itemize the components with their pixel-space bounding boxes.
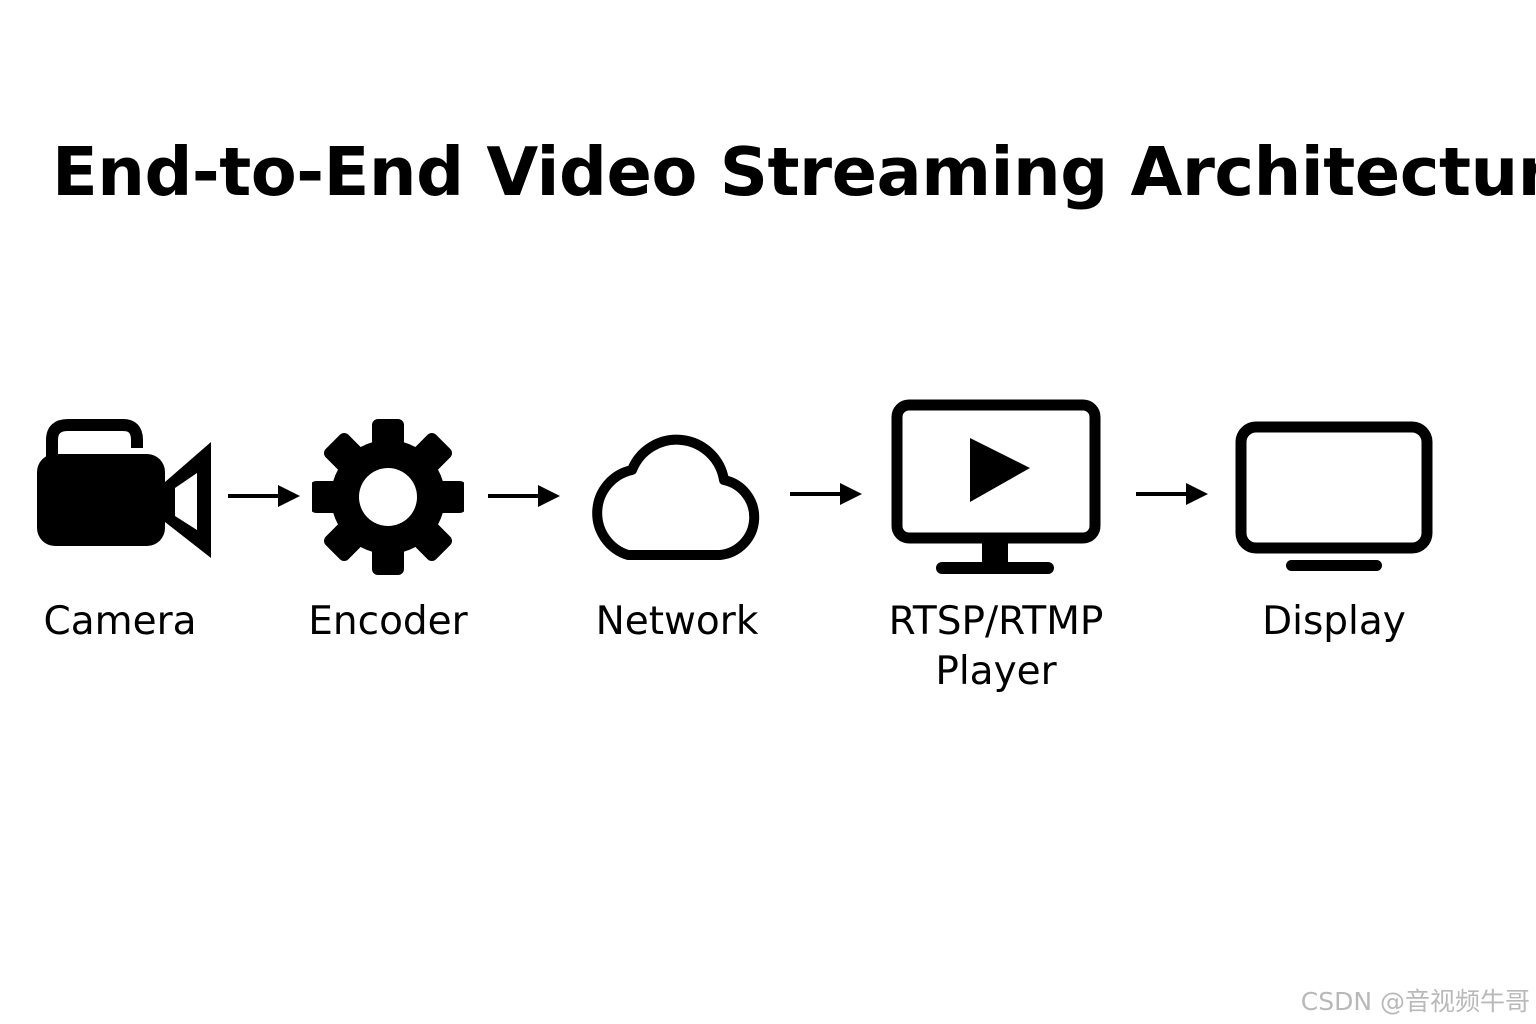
node-label-camera: Camera xyxy=(43,599,197,644)
monitor-play-icon xyxy=(890,398,1102,578)
node-label-display: Display xyxy=(1262,599,1406,644)
cloud-icon xyxy=(584,408,772,562)
node-label-network: Network xyxy=(595,599,759,644)
node-label-player-line1: RTSP/RTMP xyxy=(888,599,1104,644)
tv-display-icon xyxy=(1234,420,1434,576)
diagram-title: End-to-End Video Streaming Architecture xyxy=(52,133,1536,211)
watermark-text: CSDN @音视频牛哥 xyxy=(1300,987,1530,1016)
flow-arrow-encoder-network xyxy=(488,482,562,514)
flow-arrow-camera-encoder xyxy=(228,482,302,514)
gear-icon xyxy=(312,418,464,576)
flow-arrow-player-display xyxy=(1136,480,1210,512)
video-camera-icon xyxy=(36,418,216,563)
flow-arrow-network-player xyxy=(790,480,864,512)
node-label-encoder: Encoder xyxy=(308,599,468,644)
node-label-player-line2: Player xyxy=(935,649,1057,694)
